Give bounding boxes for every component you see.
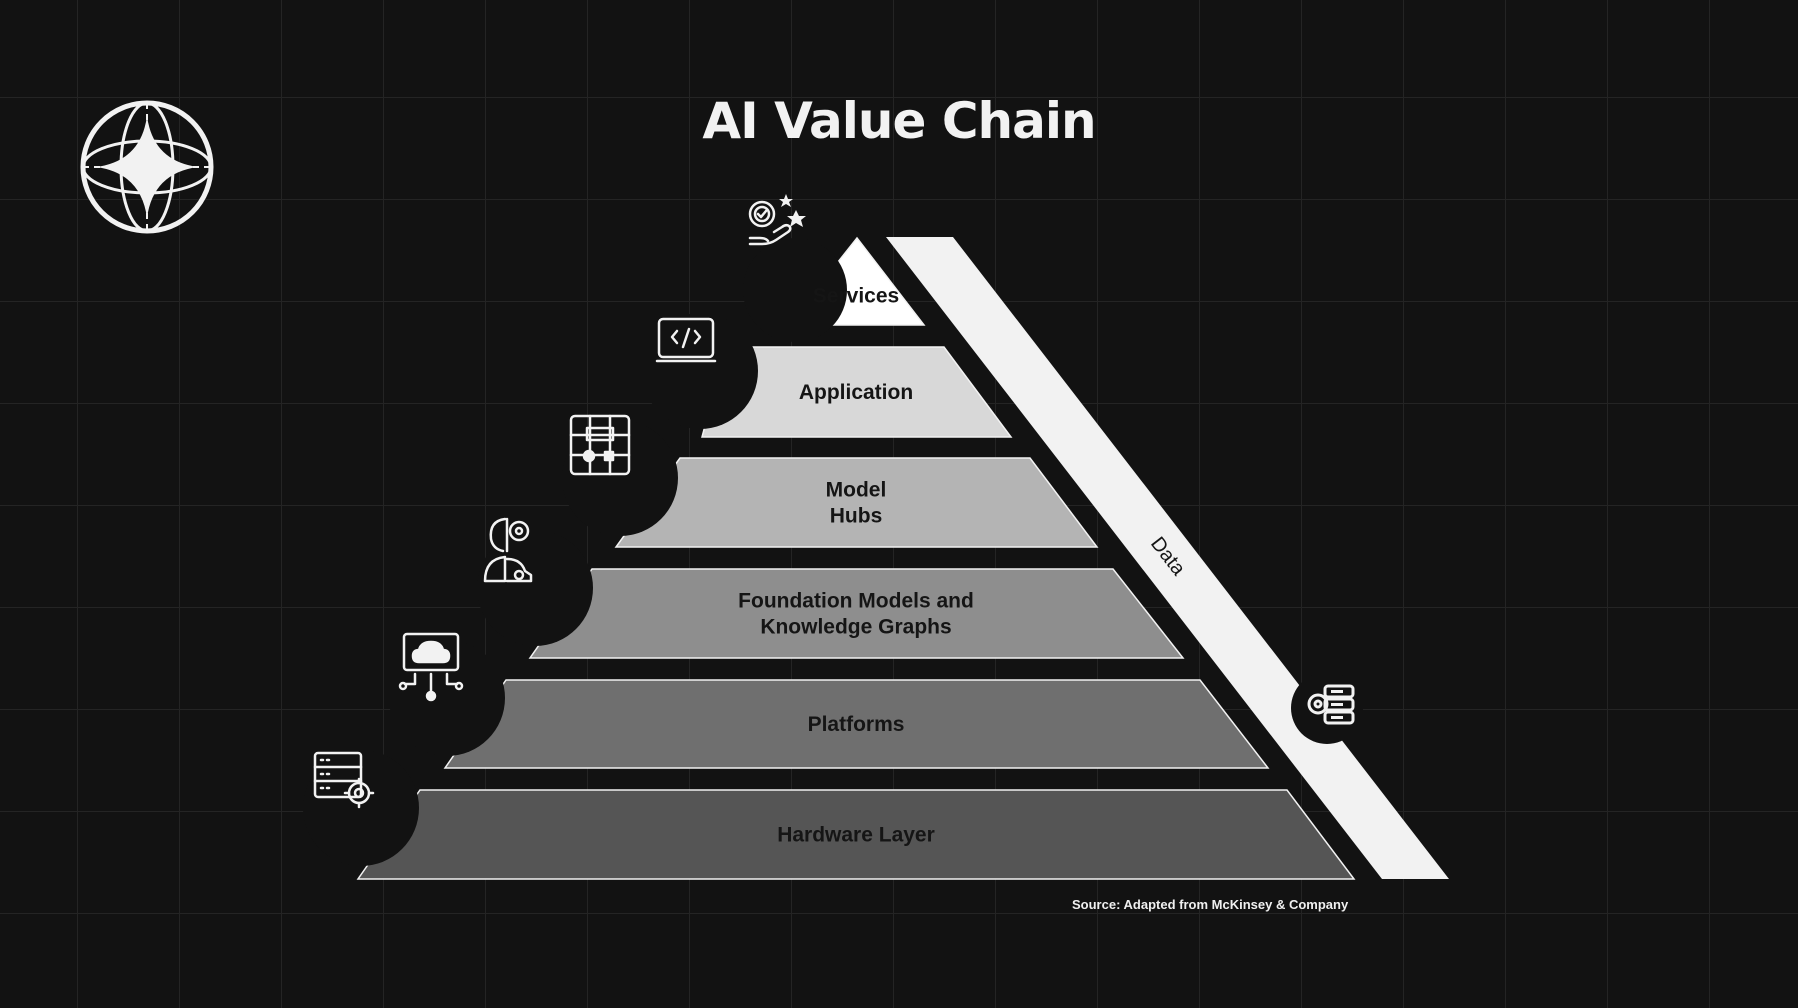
circuit-board-icon [569,414,631,476]
layer-services-label: Services [813,285,899,308]
layer-hardware: Hardware Layer [303,750,1356,880]
layer-hardware-notch [303,750,419,866]
source-note: Source: Adapted from McKinsey & Company [1072,897,1349,912]
layer-foundation-models-label: Knowledge Graphs [760,616,951,639]
layer-platforms-label: Platforms [808,713,905,736]
layer-model-hubs-shape [614,457,1099,548]
layer-hardware-label: Hardware Layer [777,824,935,847]
layer-model-hubs-label: Model [826,479,887,502]
layer-application: Application [642,313,1013,438]
ai-head-gear-icon [483,517,533,583]
database-gear-icon [1291,672,1363,744]
layer-application-label: Application [799,381,913,404]
layer-foundation-models-shape [528,568,1185,659]
layer-model-hubs-label: Hubs [830,505,883,528]
code-laptop-icon [655,317,717,363]
layer-services-notch [743,238,847,342]
service-hand-gear-icon [748,194,806,246]
layer-foundation-models-label: Foundation Models and [738,590,974,613]
cloud-monitor-icon [398,632,464,702]
server-gear-icon [313,751,375,809]
layer-application-notch [642,313,758,429]
layer-model-hubs-notch [562,420,678,536]
page-title: AI Value Chain [702,92,1096,150]
layer-services: Services [743,194,926,342]
layer-platforms: Platforms [389,632,1270,769]
globe-star-logo-icon [80,100,214,234]
